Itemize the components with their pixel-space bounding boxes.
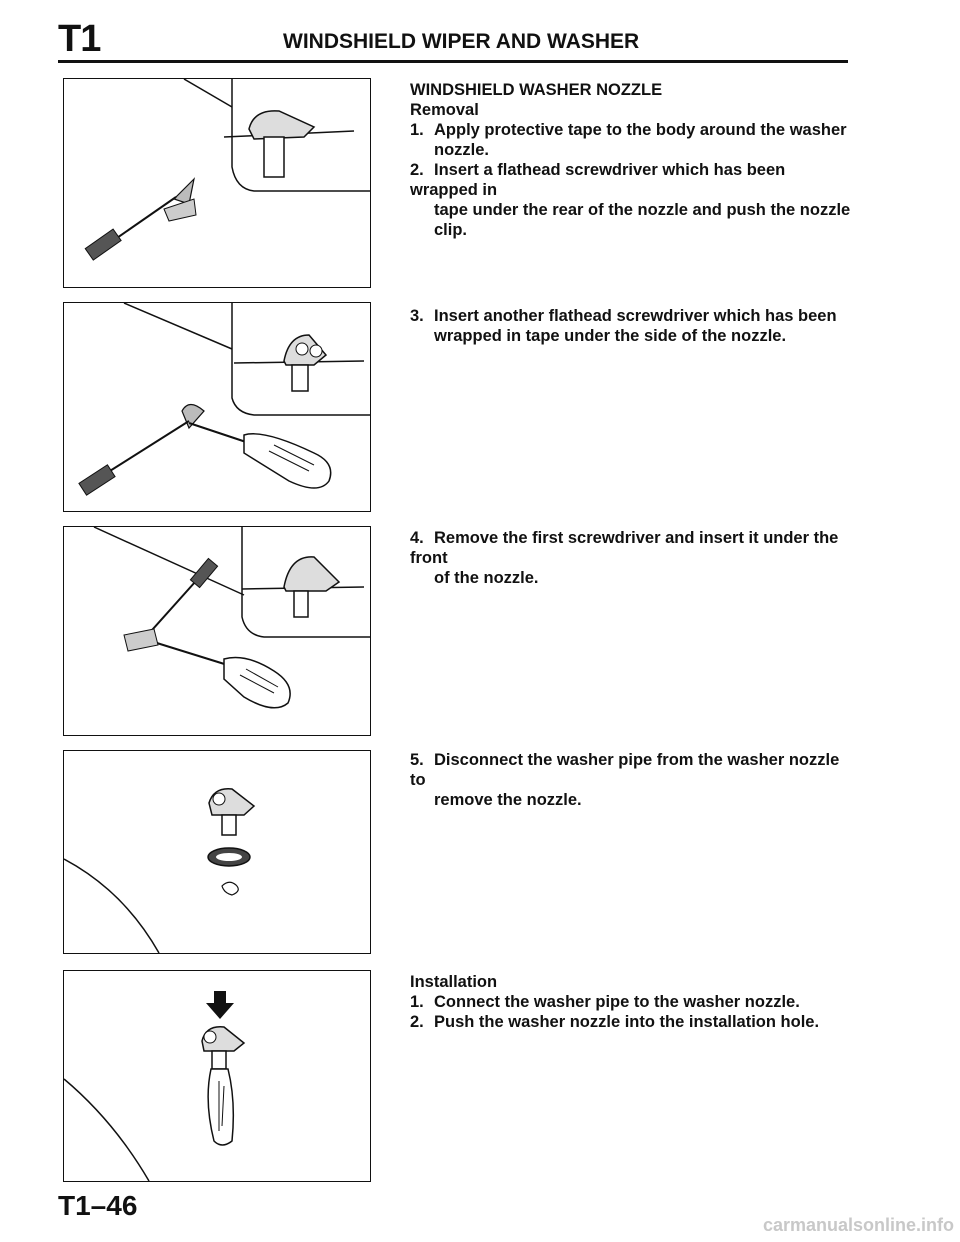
figure-1-illustration bbox=[84, 79, 370, 261]
figure-5-illustration bbox=[64, 991, 246, 1181]
figure-3-illustration bbox=[93, 527, 370, 709]
step-1: 1. Apply protective tape to the body arou… bbox=[410, 120, 855, 140]
step-2: 2.Insert a flathead screwdriver which ha… bbox=[410, 160, 855, 200]
push-down-arrow-icon bbox=[206, 991, 234, 1019]
page-number: T1–46 bbox=[58, 1190, 138, 1221]
figure-1-nozzle-clip-release bbox=[63, 78, 371, 288]
section-code: T1 bbox=[58, 18, 101, 60]
page-title: WINDSHIELD WIPER AND WASHER bbox=[283, 30, 640, 53]
step-2-continued: tape under the rear of the nozzle and pu… bbox=[434, 201, 851, 219]
installation-text: Installation 1. Connect the washer pipe t… bbox=[410, 972, 855, 1032]
step-5-text: 5.Disconnect the washer pipe from the wa… bbox=[410, 750, 855, 810]
step-4-continued: of the nozzle. bbox=[434, 569, 539, 587]
step-3-continued: wrapped in tape under the side of the no… bbox=[434, 327, 787, 345]
install-step-2: 2. Push the washer nozzle into the instal… bbox=[410, 1012, 855, 1032]
installation-subheading: Installation bbox=[410, 973, 498, 991]
step-2-continued-2: clip. bbox=[434, 221, 468, 239]
step-number: 2. bbox=[410, 1013, 424, 1031]
step-text: Connect the washer pipe to the washer no… bbox=[434, 993, 800, 1011]
step-4-text: 4.Remove the first screwdriver and inser… bbox=[410, 528, 855, 588]
step-number: 2. bbox=[410, 161, 424, 179]
figure-3-front-insertion bbox=[63, 526, 371, 736]
step-text: Insert another flathead screwdriver whic… bbox=[434, 307, 837, 325]
step-number: 4. bbox=[410, 529, 424, 547]
step-number: 1. bbox=[410, 121, 424, 139]
step-text: Apply protective tape to the body around… bbox=[434, 121, 847, 139]
figure-2-illustration bbox=[78, 303, 370, 496]
step-1-continued: nozzle. bbox=[434, 141, 490, 159]
step-text: Remove the first screwdriver and insert … bbox=[410, 529, 839, 567]
figure-5-install-nozzle bbox=[63, 970, 371, 1182]
washer-nozzle-removal-text: WINDSHIELD WASHER NOZZLE Removal 1. Apply… bbox=[410, 80, 855, 240]
step-text: Push the washer nozzle into the installa… bbox=[434, 1013, 820, 1031]
step-3-text: 3. Insert another flathead screwdriver wh… bbox=[410, 306, 855, 346]
figure-4-disconnect-pipe bbox=[63, 750, 371, 954]
step-text: Disconnect the washer pipe from the wash… bbox=[410, 751, 840, 789]
step-number: 3. bbox=[410, 307, 424, 325]
figure-4-illustration bbox=[64, 788, 256, 953]
install-step-1: 1. Connect the washer pipe to the washer … bbox=[410, 992, 855, 1012]
step-5-continued: remove the nozzle. bbox=[434, 791, 582, 809]
step-number: 1. bbox=[410, 993, 424, 1011]
step-number: 5. bbox=[410, 751, 424, 769]
step-text: Insert a flathead screwdriver which has … bbox=[410, 161, 786, 199]
figure-2-second-screwdriver bbox=[63, 302, 371, 512]
header-rule bbox=[58, 60, 848, 63]
section-heading: WINDSHIELD WASHER NOZZLE bbox=[410, 81, 663, 99]
watermark: carmanualsonline.info bbox=[762, 1215, 954, 1235]
removal-subheading: Removal bbox=[410, 101, 479, 119]
